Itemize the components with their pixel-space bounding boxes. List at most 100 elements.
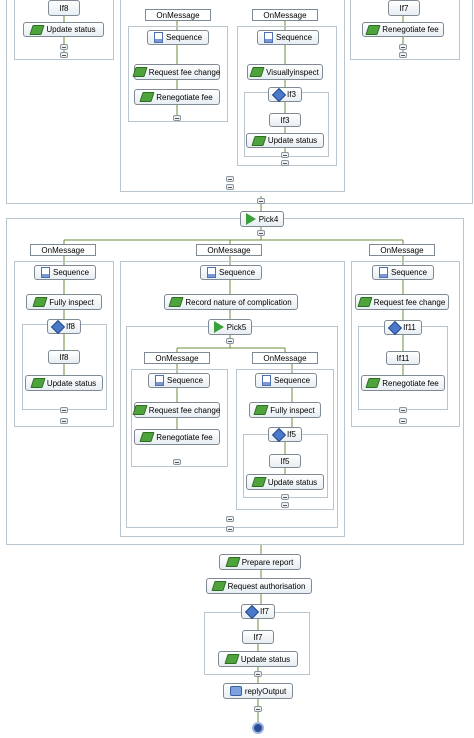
if-icon <box>244 604 260 619</box>
onmessage-branch[interactable]: OnMessage <box>30 244 96 256</box>
collapse-toggle[interactable] <box>226 184 234 190</box>
collapse-toggle[interactable] <box>281 494 289 500</box>
collapse-toggle[interactable] <box>399 44 407 50</box>
request-fee-change-activity-d[interactable]: Request fee change <box>132 402 220 418</box>
if11-node[interactable]: If11 <box>384 320 422 335</box>
end-node[interactable] <box>252 722 264 734</box>
visually-inspect-activity[interactable]: Visuallyinspect <box>247 64 323 80</box>
renegotiate-fee-activity-c[interactable]: Renegotiate fee <box>361 375 445 391</box>
activity-text: Fully inspect <box>270 405 315 415</box>
onmessage-branch[interactable]: OnMessage <box>145 9 211 21</box>
collapse-toggle[interactable] <box>226 176 234 182</box>
update-status-activity-e[interactable]: Update status <box>246 474 324 490</box>
request-fee-change-activity-c[interactable]: Request fee change <box>355 294 449 310</box>
if8-label-top[interactable]: If8 <box>48 0 80 16</box>
collapse-toggle[interactable] <box>173 459 181 465</box>
if7-node[interactable]: If7 <box>241 604 275 619</box>
if5-node[interactable]: If5 <box>268 427 302 442</box>
renegotiate-fee-activity[interactable]: Renegotiate fee <box>134 89 220 105</box>
collapse-toggle[interactable] <box>254 706 262 712</box>
prepare-report-activity[interactable]: Prepare report <box>219 554 301 570</box>
onmessage-branch[interactable]: OnMessage <box>252 352 318 364</box>
sequence-node[interactable]: Sequence <box>147 30 209 45</box>
if7-condition[interactable]: If7 <box>242 630 274 644</box>
collapse-toggle[interactable] <box>257 230 265 236</box>
activity-text: Update status <box>46 378 97 388</box>
collapse-toggle[interactable] <box>281 502 289 508</box>
update-status-activity-final[interactable]: Update status <box>218 651 298 667</box>
if8-node[interactable]: If8 <box>47 319 81 334</box>
sequence-node[interactable]: Sequence <box>200 265 262 280</box>
renegotiate-fee-activity-d[interactable]: Renegotiate fee <box>134 429 220 445</box>
activity-text: Visuallyinspect <box>266 67 319 77</box>
renegotiate-fee-activity-top-right[interactable]: Renegotiate fee <box>362 22 444 37</box>
pick5-node[interactable]: Pick5 <box>208 319 252 335</box>
sequence-frame-top1 <box>128 26 228 122</box>
update-status-activity-top-mid[interactable]: Update status <box>246 133 324 148</box>
if5-condition[interactable]: If5 <box>269 454 301 468</box>
collapse-toggle[interactable] <box>281 160 289 166</box>
update-status-activity-a[interactable]: Update status <box>25 375 103 391</box>
if11-condition[interactable]: If11 <box>386 351 420 365</box>
if-text: If3 <box>287 90 296 99</box>
collapse-toggle[interactable] <box>226 526 234 532</box>
activity-icon <box>251 135 267 146</box>
request-authorisation-activity[interactable]: Request authorisation <box>206 578 312 594</box>
sequence-frame-c <box>351 261 460 427</box>
sequence-node[interactable]: Sequence <box>257 30 319 45</box>
activity-icon <box>32 297 48 307</box>
sequence-node[interactable]: Sequence <box>34 265 96 280</box>
sequence-text: Sequence <box>165 33 203 42</box>
sequence-frame-e <box>236 369 334 510</box>
activity-icon <box>29 24 45 35</box>
collapse-toggle[interactable] <box>60 418 68 424</box>
collapse-toggle[interactable] <box>60 44 68 50</box>
collapse-toggle[interactable] <box>60 52 68 58</box>
activity-icon <box>139 432 155 442</box>
sequence-node[interactable]: Sequence <box>255 373 317 388</box>
pick4-node[interactable]: Pick4 <box>240 211 284 227</box>
fully-inspect-activity-e[interactable]: Fully inspect <box>249 402 321 418</box>
collapse-toggle[interactable] <box>254 671 262 677</box>
update-status-activity-top-left[interactable]: Update status <box>23 22 104 37</box>
if8-frame <box>22 324 107 410</box>
if3-node[interactable]: If3 <box>268 87 302 102</box>
onmessage-text: OnMessage <box>263 353 307 363</box>
collapse-toggle[interactable] <box>257 198 265 204</box>
collapse-toggle[interactable] <box>226 516 234 522</box>
fully-inspect-activity[interactable]: Fully inspect <box>26 294 102 310</box>
if-text: If5 <box>280 456 290 466</box>
onmessage-branch[interactable]: OnMessage <box>196 244 262 256</box>
collapse-toggle[interactable] <box>173 115 181 121</box>
onmessage-branch[interactable]: OnMessage <box>369 244 435 256</box>
if-text: If11 <box>403 323 416 332</box>
if3-condition[interactable]: If3 <box>269 113 301 127</box>
activity-text: Fully inspect <box>49 297 94 307</box>
sequence-icon <box>153 32 163 43</box>
collapse-toggle[interactable] <box>60 407 68 413</box>
reply-output-activity[interactable]: replyOutput <box>223 683 293 699</box>
request-fee-change-activity[interactable]: Request fee change <box>132 64 220 80</box>
if-icon <box>50 319 66 334</box>
sequence-node[interactable]: Sequence <box>372 265 434 280</box>
collapse-toggle[interactable] <box>281 152 289 158</box>
pick-icon <box>245 213 256 225</box>
activity-icon <box>132 405 148 415</box>
sequence-node[interactable]: Sequence <box>148 373 210 388</box>
activity-text: Renegotiate fee <box>382 378 439 388</box>
outer-scope-frame-top <box>6 0 473 204</box>
onmessage-branch[interactable]: OnMessage <box>144 352 210 364</box>
collapse-toggle[interactable] <box>399 418 407 424</box>
activity-text: Renegotiate fee <box>382 25 439 34</box>
if7-label-top[interactable]: If7 <box>388 0 420 16</box>
collapse-toggle[interactable] <box>226 338 234 344</box>
collapse-toggle[interactable] <box>399 407 407 413</box>
activity-text: Renegotiate fee <box>156 92 213 102</box>
pick-frame-top <box>120 0 345 192</box>
record-nature-activity[interactable]: Record nature of complication <box>164 294 298 310</box>
activity-icon <box>365 378 381 388</box>
onmessage-branch[interactable]: OnMessage <box>252 9 318 21</box>
if8-condition[interactable]: If8 <box>48 350 80 364</box>
pick4-frame <box>6 218 464 545</box>
collapse-toggle[interactable] <box>399 52 407 58</box>
